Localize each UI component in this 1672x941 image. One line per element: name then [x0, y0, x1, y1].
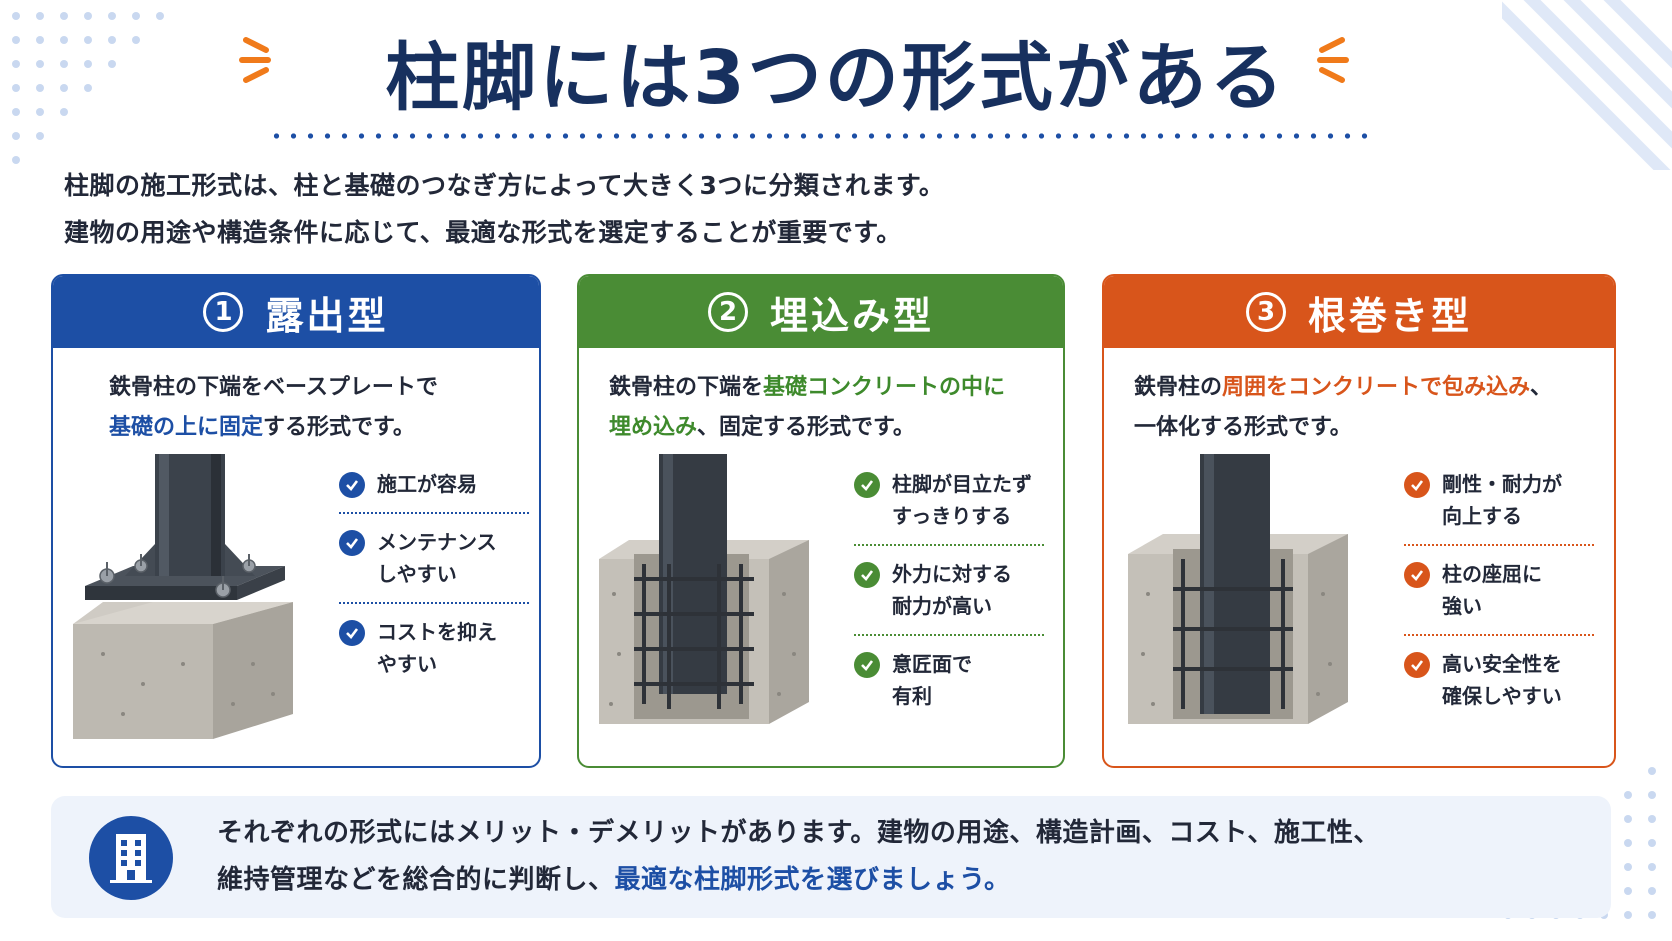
feature-text: メンテナンス: [377, 530, 497, 554]
feature-divider: [339, 602, 529, 604]
feature-divider: [339, 512, 529, 514]
feature-item: コストを抑え やすい: [339, 616, 529, 680]
card-desc-rest: 、: [1530, 375, 1553, 400]
card-desc-plain: 鉄骨柱の: [1134, 375, 1223, 400]
feature-list: 剛性・耐力が 向上する 柱の座屈に 強い 高い安全性を 確保しやすい: [1404, 468, 1594, 712]
card-title: 埋込み型: [769, 293, 934, 338]
feature-list: 施工が容易 メンテナンス しやすい コストを抑え やすい: [339, 468, 529, 680]
card-desc-highlight: 基礎コンクリートの中に: [763, 375, 1006, 400]
card-desc-rest: する形式です。: [263, 415, 415, 440]
feature-text: 高い安全性を: [1442, 652, 1562, 676]
card-embedded-type: 2 埋込み型 鉄骨柱の下端を基礎コンクリートの中に 埋め込み、固定する形式です。…: [577, 274, 1065, 768]
card-desc-line: 鉄骨柱の下端をベースプレートで: [109, 375, 438, 400]
card-header: 2 埋込み型: [579, 276, 1063, 348]
decorative-dot-pattern: [12, 12, 164, 164]
decorative-stripe-pattern: [1502, 0, 1672, 170]
feature-text: 柱脚が目立たず: [892, 472, 1032, 496]
card-header: 3 根巻き型: [1104, 276, 1614, 348]
card-desc-highlight: 周囲をコンクリートで包み込み: [1222, 375, 1531, 400]
check-icon: [339, 472, 365, 498]
summary-box: それぞれの形式にはメリット・デメリットがあります。建物の用途、構造計画、コスト、…: [51, 796, 1611, 918]
wrapped-column-base-illustration: [1128, 454, 1348, 724]
feature-text: 向上する: [1442, 504, 1522, 528]
page-title-wrap: 柱脚には3つの形式がある: [0, 28, 1672, 128]
intro-text: 柱脚の施工形式は、柱と基礎のつなぎ方によって大きく3つに分類されます。 建物の用…: [64, 162, 944, 256]
feature-item: 意匠面で 有利: [854, 648, 1044, 712]
card-desc-line: 鉄骨柱の周囲をコンクリートで包み込み、: [1134, 368, 1552, 408]
card-number-badge: 2: [707, 292, 748, 332]
summary-line: 維持管理などを総合的に判断し、最適な柱脚形式を選びましょう。: [217, 857, 1380, 904]
summary-text: それぞれの形式にはメリット・デメリットがあります。建物の用途、構造計画、コスト、…: [217, 810, 1380, 904]
feature-text: 施工が容易: [377, 472, 477, 496]
card-exposed-type: 1 露出型 鉄骨柱の下端をベースプレートで 基礎の上に固定する形式です。: [51, 274, 541, 768]
feature-text: コストを抑え: [377, 620, 497, 644]
card-desc-line: 一体化する形式です。: [1134, 415, 1352, 440]
feature-divider: [1404, 634, 1594, 636]
card-header: 1 露出型: [53, 276, 539, 348]
exposed-column-base-illustration: [73, 454, 293, 739]
card-number-badge: 3: [1245, 292, 1286, 332]
check-icon: [1404, 652, 1430, 678]
card-description: 鉄骨柱の下端を基礎コンクリートの中に 埋め込み、固定する形式です。: [609, 368, 1005, 448]
feature-text: 外力に対する: [892, 562, 1012, 586]
feature-text: やすい: [377, 652, 437, 676]
feature-list: 柱脚が目立たず すっきりする 外力に対する 耐力が高い 意匠面で 有利: [854, 468, 1044, 712]
check-icon: [339, 620, 365, 646]
title-underline-dots: [268, 132, 1368, 140]
feature-divider: [854, 634, 1044, 636]
check-icon: [339, 530, 365, 556]
embedded-column-base-illustration: [599, 454, 809, 724]
card-desc-line: 埋め込み、固定する形式です。: [609, 408, 1005, 448]
card-description: 鉄骨柱の下端をベースプレートで 基礎の上に固定する形式です。: [109, 368, 438, 448]
check-icon: [854, 472, 880, 498]
feature-divider: [1404, 544, 1594, 546]
summary-line: それぞれの形式にはメリット・デメリットがあります。建物の用途、構造計画、コスト、…: [217, 818, 1380, 848]
feature-text: 強い: [1442, 594, 1482, 618]
feature-divider: [854, 544, 1044, 546]
card-desc-line: 鉄骨柱の下端を基礎コンクリートの中に: [609, 368, 1005, 408]
feature-text: 確保しやすい: [1442, 684, 1562, 708]
intro-line: 柱脚の施工形式は、柱と基礎のつなぎ方によって大きく3つに分類されます。: [64, 171, 945, 200]
feature-text: 有利: [892, 684, 932, 708]
check-icon: [854, 652, 880, 678]
accent-burst-icon: [1317, 37, 1349, 83]
feature-item: 施工が容易: [339, 468, 529, 500]
intro-line: 建物の用途や構造条件に応じて、最適な形式を選定することが重要です。: [64, 218, 902, 247]
feature-item: メンテナンス しやすい: [339, 526, 529, 590]
feature-text: しやすい: [377, 562, 457, 586]
feature-item: 高い安全性を 確保しやすい: [1404, 648, 1594, 712]
accent-burst-icon: [239, 37, 271, 83]
feature-item: 剛性・耐力が 向上する: [1404, 468, 1594, 532]
feature-item: 外力に対する 耐力が高い: [854, 558, 1044, 622]
check-icon: [1404, 472, 1430, 498]
feature-item: 柱の座屈に 強い: [1404, 558, 1594, 622]
summary-plain: 維持管理などを総合的に判断し、: [217, 865, 615, 895]
card-desc-highlight: 埋め込み: [609, 415, 698, 440]
building-icon: [89, 816, 173, 900]
feature-text: 柱の座屈に: [1442, 562, 1542, 586]
card-description: 鉄骨柱の周囲をコンクリートで包み込み、 一体化する形式です。: [1134, 368, 1552, 448]
card-title: 根巻き型: [1307, 293, 1472, 338]
summary-highlight: 最適な柱脚形式を選びましょう。: [614, 865, 1011, 895]
card-title: 露出型: [265, 293, 389, 338]
card-wrapped-type: 3 根巻き型 鉄骨柱の周囲をコンクリートで包み込み、 一体化する形式です。 剛性…: [1102, 274, 1616, 768]
feature-text: 意匠面で: [892, 652, 972, 676]
card-number-badge: 1: [203, 292, 244, 332]
feature-text: 剛性・耐力が: [1442, 472, 1562, 496]
check-icon: [1404, 562, 1430, 588]
page-title: 柱脚には3つの形式がある: [385, 35, 1287, 121]
card-desc-plain: 鉄骨柱の下端を: [609, 375, 764, 400]
check-icon: [854, 562, 880, 588]
feature-text: すっきりする: [892, 504, 1012, 528]
card-desc-rest: 、固定する形式です。: [697, 415, 915, 440]
feature-item: 柱脚が目立たず すっきりする: [854, 468, 1044, 532]
card-desc-line: 基礎の上に固定する形式です。: [109, 408, 438, 448]
feature-text: 耐力が高い: [892, 594, 992, 618]
card-desc-highlight: 基礎の上に固定: [109, 415, 264, 440]
